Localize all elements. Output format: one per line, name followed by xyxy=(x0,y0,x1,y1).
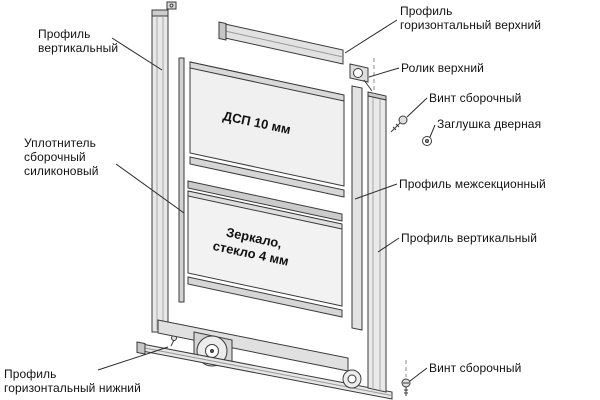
top-horizontal-profile-shape xyxy=(218,21,344,65)
dsp-panel-shape xyxy=(189,61,345,187)
seal-strip-shape xyxy=(178,57,185,303)
top-roller-shape xyxy=(349,58,375,94)
leader-lines xyxy=(97,19,436,382)
label-screw-bottom: Винт сборочный xyxy=(429,361,522,375)
left-vertical-profile-shape xyxy=(151,1,177,347)
label-profile-vertical-left: Профиль вертикальный xyxy=(38,27,119,56)
label-roller-top: Ролик верхний xyxy=(401,61,484,75)
screw-bottom-shape xyxy=(401,360,411,396)
label-profile-horizontal-top: Профиль горизонтальный верхний xyxy=(400,4,542,33)
intersection-profile-bar-shape xyxy=(351,85,363,331)
bottom-horizontal-profile-shape xyxy=(136,341,393,400)
label-screw-top: Винт сборочный xyxy=(429,91,522,105)
label-door-plug: Заглушка дверная xyxy=(437,117,542,131)
intersection-strip-shape xyxy=(187,156,345,222)
label-profile-vertical-right: Профиль вертикальный xyxy=(401,231,538,245)
mirror-panel-shape xyxy=(187,190,343,318)
door-plug-shape xyxy=(422,136,432,146)
label-seal: Уплотнитель сборочный силиконовый xyxy=(24,136,99,179)
screw-top-shape xyxy=(390,115,408,133)
right-vertical-profile-shape xyxy=(367,91,387,393)
bottom-door-profile-shape xyxy=(157,319,349,372)
label-profile-horizontal-bottom: Профиль горизонтальный нижний xyxy=(4,367,141,396)
label-profile-intersection: Профиль межсекционный xyxy=(399,177,546,191)
